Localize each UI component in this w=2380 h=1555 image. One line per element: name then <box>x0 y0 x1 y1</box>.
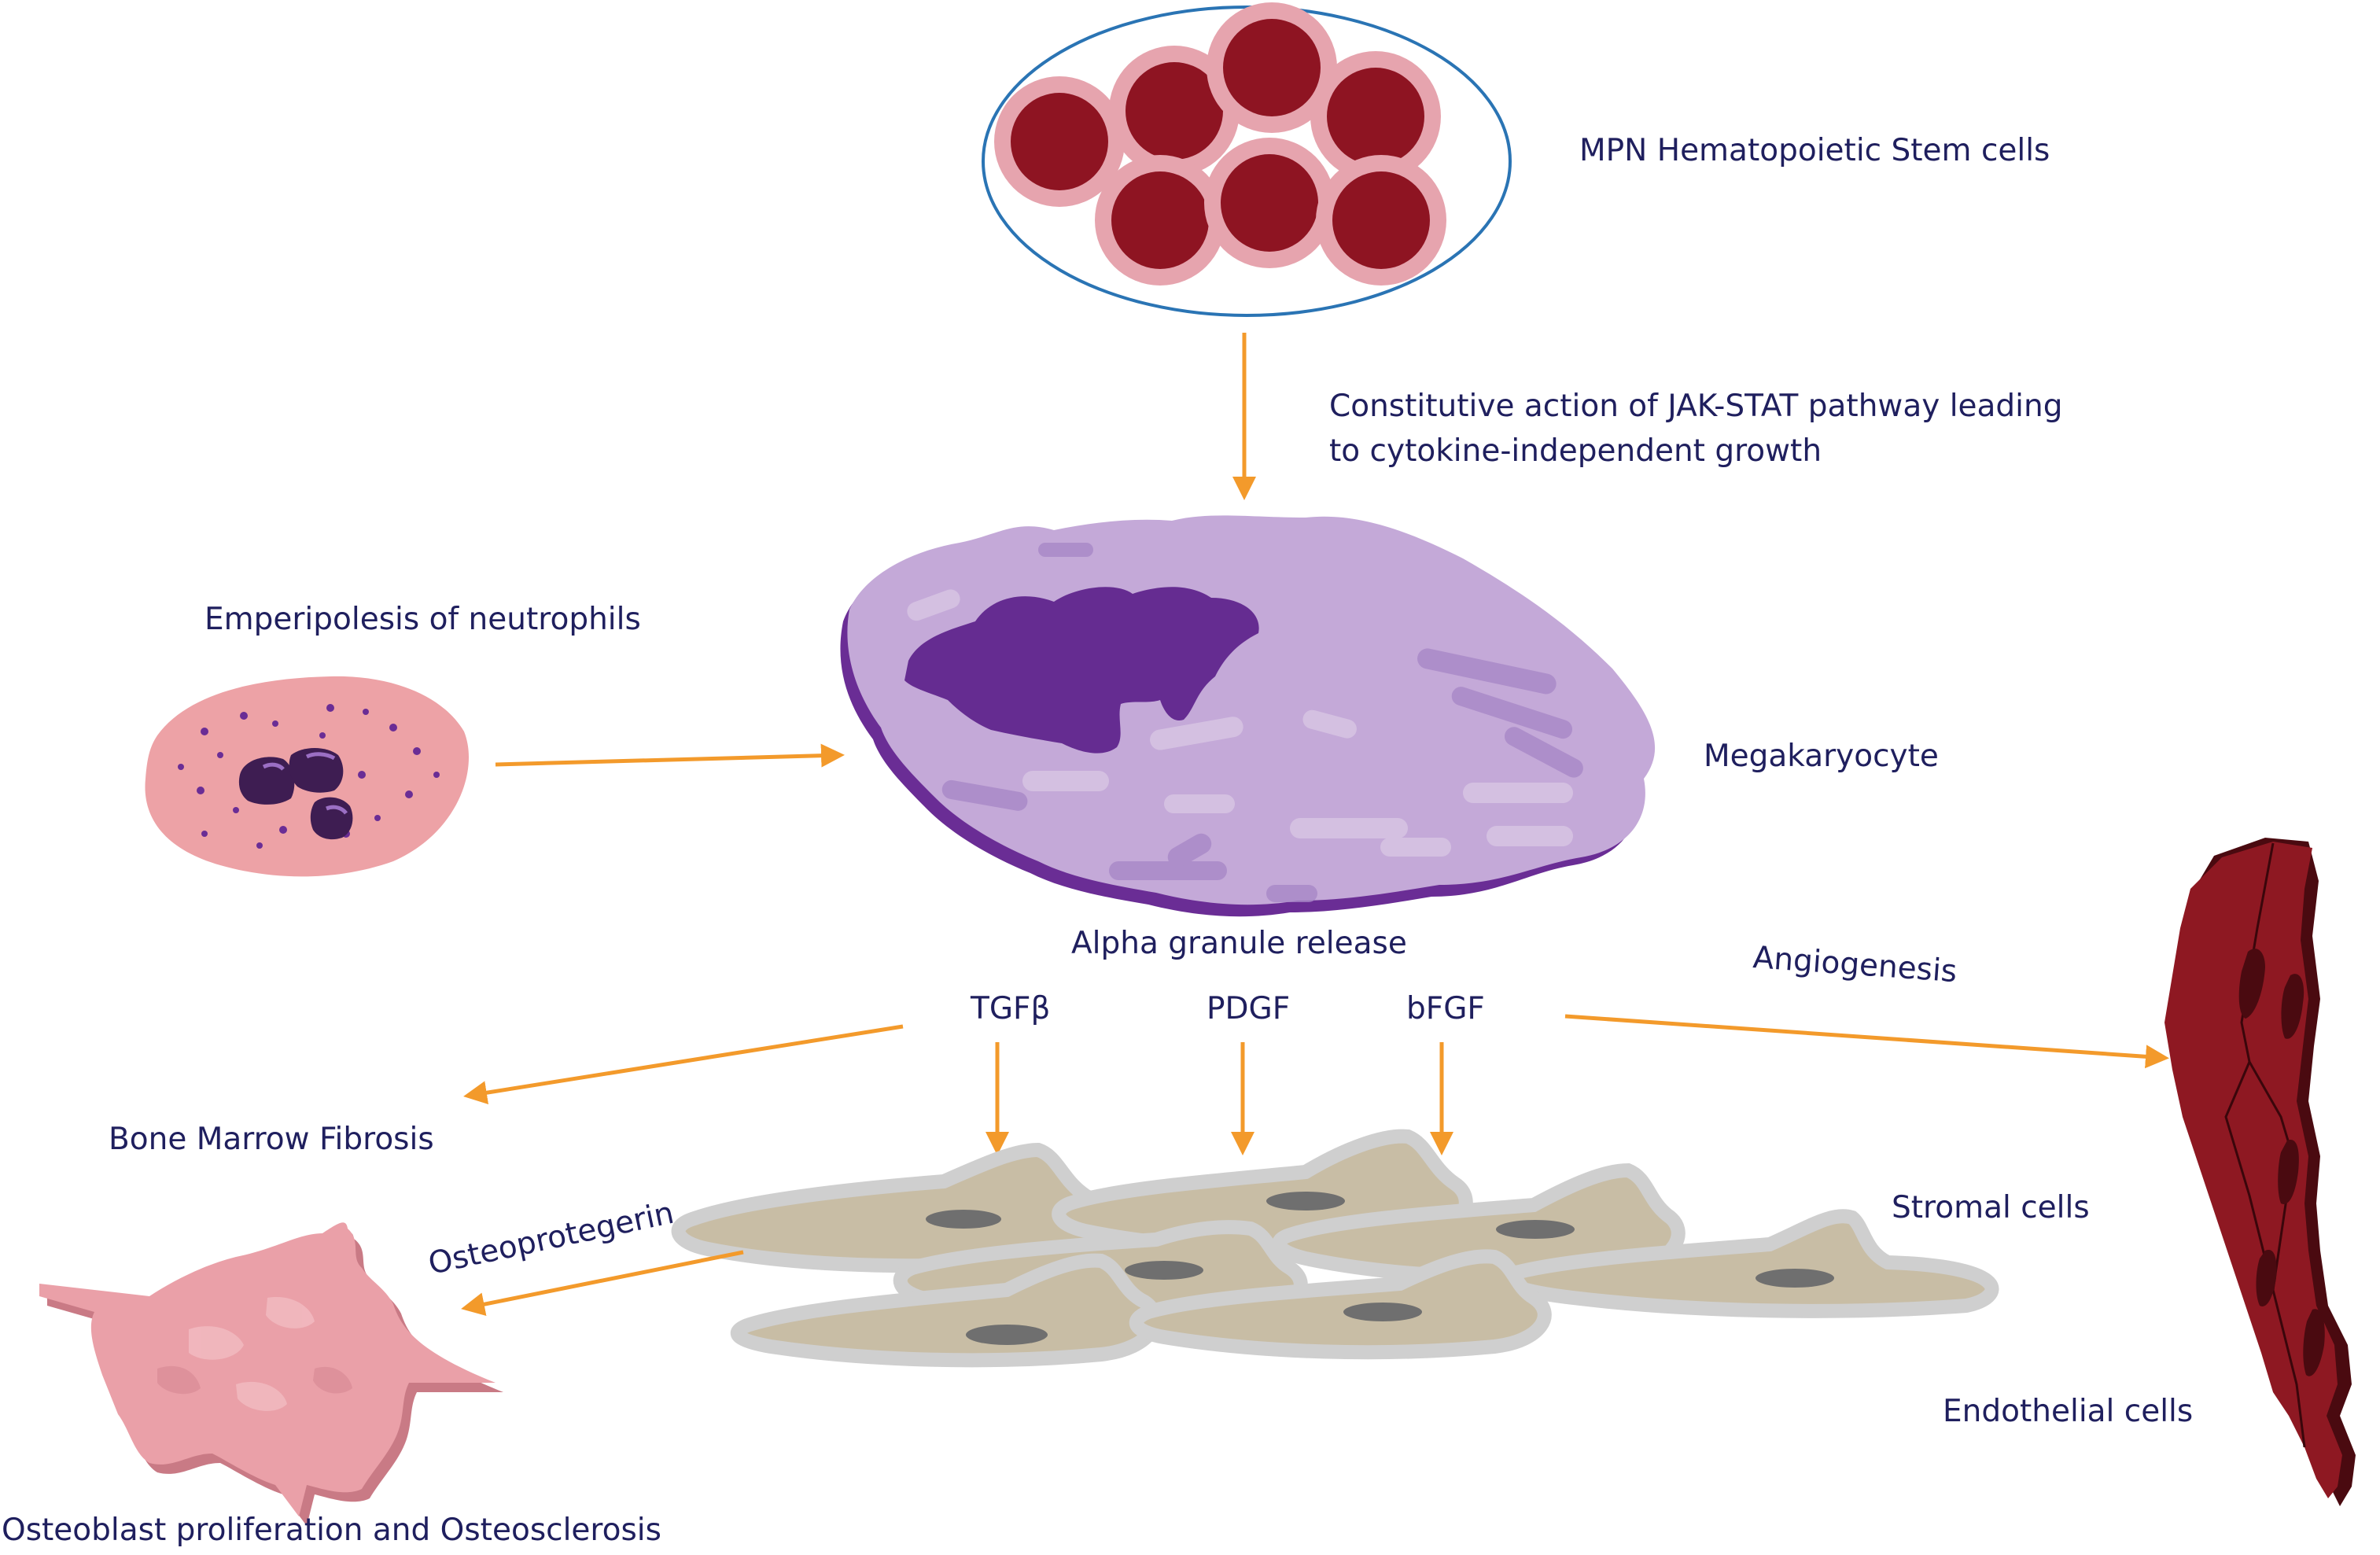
stem-cells-boundary <box>982 6 1512 317</box>
stem-cell <box>994 76 1125 207</box>
megakaryocyte-cell <box>840 515 1656 917</box>
stromal-cell <box>1272 1163 1686 1284</box>
stem-cells-cluster <box>982 2 1512 317</box>
arrow-to-fibrosis <box>463 1024 904 1105</box>
osteoblast-texture <box>189 1297 315 1411</box>
endothelial-cells <box>2164 838 2356 1506</box>
stem-cell <box>1095 155 1225 286</box>
neutrophil-cell <box>145 676 469 877</box>
osteoprotegerin-label: Osteoprotegerin <box>426 1196 677 1282</box>
osteoblast-cell <box>39 1222 503 1526</box>
endothelial-cells-label: Endothelial cells <box>1943 1394 2193 1429</box>
bone-marrow-fibrosis-label: Bone Marrow Fibrosis <box>109 1122 434 1157</box>
angiogenesis-label: Angiogenesis <box>1752 940 1958 989</box>
endothelial-borders <box>2224 842 2306 1448</box>
alpha-granule-label: Alpha granule release <box>1071 926 1407 961</box>
endothelial-nuclei <box>2238 949 2325 1376</box>
megakaryocyte-label: Megakaryocyte <box>1704 739 1939 774</box>
jak-stat-label-line2: to cytokine-independent growth <box>1329 433 1822 469</box>
stem-cells-label: MPN Hematopoietic Stem cells <box>1579 133 2050 168</box>
osteoblast-label: Osteoblast proliferation and Osteosclero… <box>2 1513 661 1548</box>
megakaryocyte-granules <box>941 543 1583 902</box>
pdgf-label: PDGF <box>1207 991 1290 1026</box>
stem-cell <box>1109 46 1240 176</box>
megakaryocyte-nucleus <box>904 587 1259 754</box>
stromal-cell <box>1498 1209 1999 1318</box>
stromal-cell <box>730 1253 1162 1368</box>
bfgf-label: bFGF <box>1406 991 1485 1026</box>
stromal-cell <box>1129 1249 1552 1360</box>
megakaryocyte-light-streaks <box>907 589 1573 857</box>
stem-cell <box>1316 155 1446 286</box>
stem-cell <box>1204 138 1335 268</box>
stem-cell <box>1310 51 1441 182</box>
stem-cell <box>1207 2 1337 133</box>
neutrophil-nuclei <box>238 748 353 840</box>
stromal-cells <box>671 1129 1999 1368</box>
osteoblast-body <box>39 1222 496 1516</box>
arrow-neutrophil-to-megakaryocyte <box>495 743 845 768</box>
tgfb-label: TGFβ <box>970 991 1050 1026</box>
emperipolesis-label: Emperipolesis of neutrophils <box>204 602 641 637</box>
jak-stat-label-line1: Constitutive action of JAK-STAT pathway … <box>1329 389 2063 424</box>
arrow-to-osteoblast <box>461 1250 744 1316</box>
stromal-cells-label: Stromal cells <box>1892 1190 2090 1225</box>
osteoblast-texture-dark <box>157 1365 352 1395</box>
arrow-to-endothelial <box>1564 1014 2169 1069</box>
